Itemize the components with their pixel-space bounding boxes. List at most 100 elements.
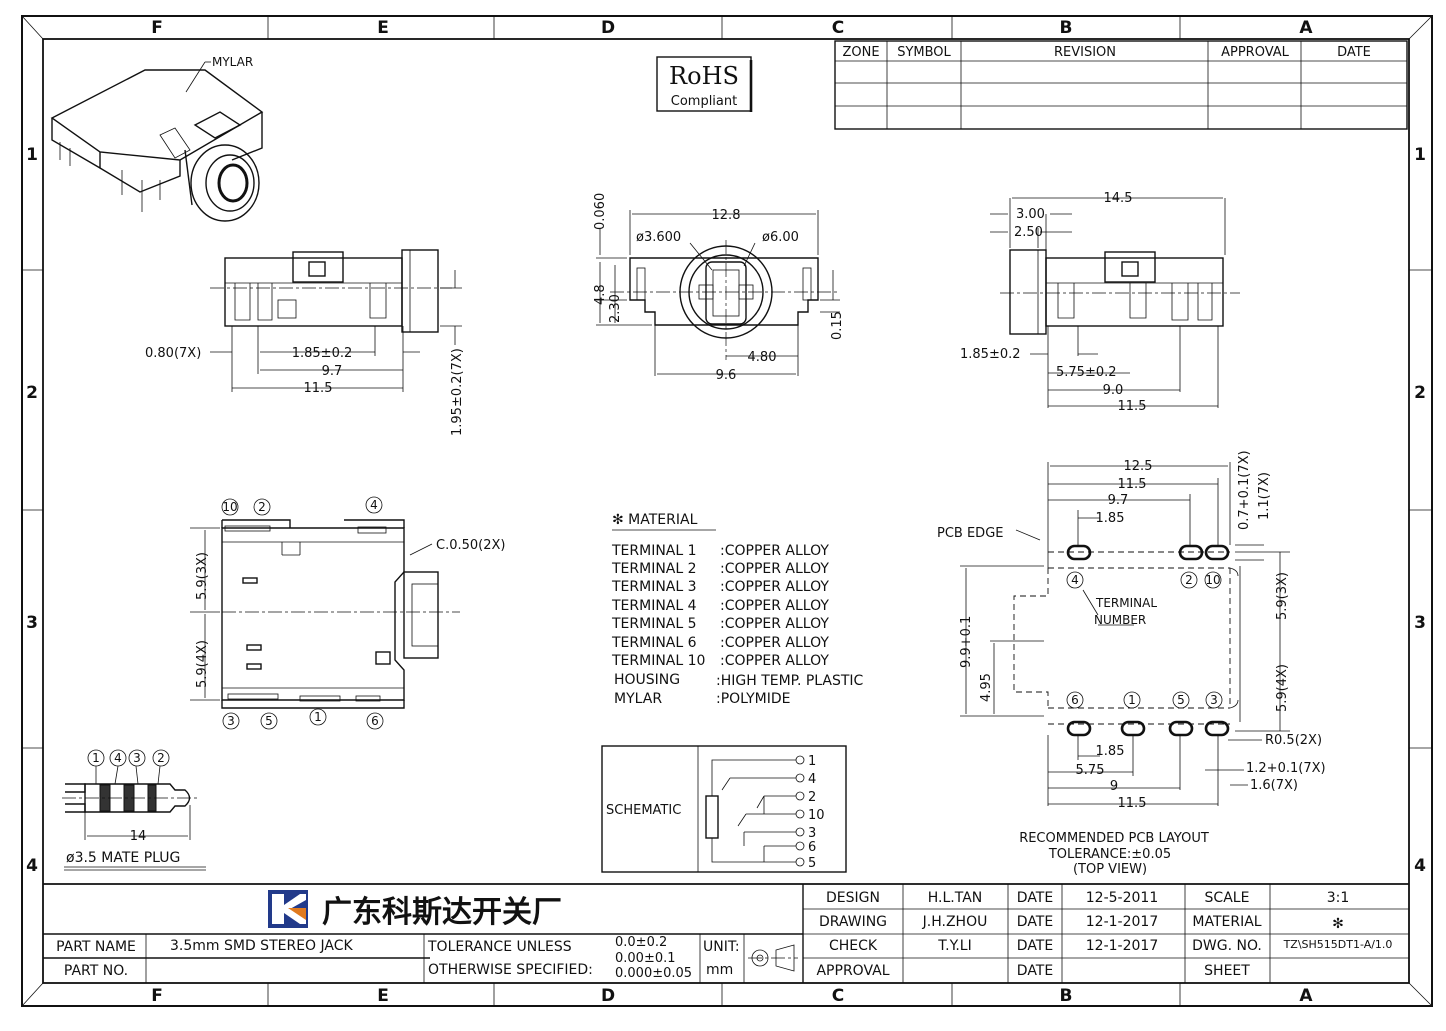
company-logo: [268, 890, 308, 928]
material-row-value: :COPPER ALLOY: [720, 579, 829, 595]
pcb-caption: RECOMMENDED PCB LAYOUT: [1019, 831, 1209, 846]
material-row-value: :COPPER ALLOY: [720, 543, 829, 559]
revision-header: SYMBOL: [897, 45, 951, 60]
zone-letter-bottom: E: [377, 986, 389, 1006]
plug-title: ø3.5 MATE PLUG: [66, 850, 180, 866]
tolerance-value: 0.00±0.1: [615, 951, 676, 966]
company-name: 广东科斯达开关厂: [322, 895, 562, 930]
zone-number-left: 1: [26, 145, 38, 165]
dim-label: 2.50: [1014, 225, 1043, 240]
revision-header: ZONE: [842, 45, 879, 60]
zone-number-right: 1: [1414, 145, 1426, 165]
material-row-value: :COPPER ALLOY: [720, 653, 829, 669]
pin-number: 4: [1071, 573, 1079, 587]
dim-label: 5.9(4X): [195, 640, 210, 688]
dim-label: 1.1(7X): [1257, 472, 1272, 520]
dwg-no-label: DWG. NO.: [1192, 938, 1262, 954]
design-name: H.L.TAN: [928, 890, 983, 906]
material-row-label: HOUSING: [614, 672, 680, 688]
tolerance-label: OTHERWISE SPECIFIED:: [428, 962, 593, 978]
material-row-value: :COPPER ALLOY: [720, 616, 829, 632]
pcb-caption: TOLERANCE:±0.05: [1048, 847, 1171, 862]
dim-label: 11.5: [1118, 477, 1147, 492]
schematic-label: SCHEMATIC: [606, 803, 681, 818]
zone-letter-bottom: A: [1299, 986, 1313, 1006]
material-row-label: TERMINAL 4: [611, 598, 697, 614]
date-label: DATE: [1017, 914, 1053, 930]
check-name: T.Y.LI: [937, 938, 971, 954]
dim-label: 0.7+0.1(7X): [1237, 450, 1252, 530]
material-row-label: MYLAR: [614, 691, 662, 707]
scale-label: SCALE: [1205, 890, 1250, 906]
schematic-pin: 10: [808, 808, 825, 823]
revision-header: DATE: [1337, 45, 1371, 60]
material-heading: ✻ MATERIAL: [612, 512, 698, 528]
rohs-badge: RoHS Compliant: [656, 56, 753, 112]
pin-number: 4: [114, 751, 122, 765]
material-list: ✻ MATERIAL TERMINAL 1 :COPPER ALLOY TERM…: [611, 512, 864, 707]
dim-label: 2.30: [608, 294, 623, 323]
dim-label: 4.8: [593, 284, 608, 305]
pin-number: 1: [314, 710, 322, 724]
zone-letter-top: E: [377, 18, 389, 38]
pin-number: 10: [1205, 573, 1220, 587]
top-view: C.0.50(2X) 5.9(3X) 5.9(4X) 10 2 4 3 5 1 …: [190, 496, 505, 730]
pin-number: 5: [265, 714, 273, 728]
pin-number: 2: [157, 751, 165, 765]
design-date: 12-5-2011: [1086, 890, 1158, 906]
design-label: DESIGN: [826, 890, 880, 906]
zone-number-left: 2: [26, 383, 38, 403]
part-no-label: PART NO.: [64, 963, 128, 979]
pin-number: 10: [222, 500, 237, 514]
schematic-pin: 5: [808, 856, 816, 871]
dim-label: 9.6: [716, 368, 737, 383]
tolerance-value: 0.000±0.05: [615, 966, 692, 981]
date-label: DATE: [1017, 938, 1053, 954]
dim-label: 9.0: [1103, 383, 1124, 398]
dim-label: 1.95±0.2(7X): [450, 348, 465, 436]
unit-value: mm: [706, 962, 733, 978]
dim-label: 1.6(7X): [1250, 778, 1298, 793]
drawing-date: 12-1-2017: [1086, 914, 1158, 930]
pin-number: 3: [227, 714, 235, 728]
tolerance-value: 0.0±0.2: [615, 935, 667, 950]
pin-number: 6: [371, 714, 379, 728]
schematic-pin: 3: [808, 826, 816, 841]
dim-label: 1.2+0.1(7X): [1246, 761, 1326, 776]
unit-label: UNIT:: [703, 939, 740, 955]
front-view: 12.8 ø3.600 ø6.00 0.060 4.8 2.30 0.15 4.…: [593, 193, 845, 383]
pin-number: 2: [258, 500, 266, 514]
dim-label: 11.5: [304, 381, 333, 396]
dim-label: 0.060: [593, 193, 608, 230]
schematic-pin: 6: [808, 840, 816, 855]
dim-label: 5.75±0.2: [1056, 365, 1117, 380]
chamfer-label: C.0.50(2X): [436, 538, 505, 553]
revision-header: REVISION: [1054, 45, 1116, 60]
side-view: 0.80(7X) 1.85±0.2 9.7 11.5 1.95±0.2(7X): [145, 249, 465, 436]
check-date: 12-1-2017: [1086, 938, 1158, 954]
check-label: CHECK: [829, 938, 878, 954]
dim-label: 3.00: [1016, 207, 1045, 222]
pin-number: 1: [1128, 693, 1136, 707]
zone-letter-bottom: B: [1060, 986, 1073, 1006]
pin-number: 5: [1177, 693, 1185, 707]
isometric-view: MYLAR: [50, 55, 264, 222]
dim-label: 12.5: [1124, 459, 1153, 474]
zone-letter-top: D: [601, 18, 615, 38]
rohs-title: RoHS: [669, 62, 739, 90]
pin-number: 2: [1185, 573, 1193, 587]
material-row-label: TERMINAL 3: [611, 579, 697, 595]
approval-label: APPROVAL: [816, 963, 889, 979]
dim-label: 9.7: [322, 364, 343, 379]
tolerance-label: TOLERANCE UNLESS: [427, 939, 572, 955]
dim-label: ø6.00: [762, 230, 799, 245]
schematic: SCHEMATIC 1 4 2 10 3 6 5: [601, 745, 847, 873]
pin-number: 4: [370, 498, 378, 512]
dim-label: 9: [1110, 779, 1118, 794]
material-row-value: :HIGH TEMP. PLASTIC: [716, 673, 864, 689]
part-name: 3.5mm SMD STEREO JACK: [170, 938, 354, 954]
material-row-label: TERMINAL 6: [611, 635, 697, 651]
zone-number-left: 4: [26, 856, 38, 876]
dim-label: 5.75: [1076, 763, 1105, 778]
sheet-label: SHEET: [1204, 963, 1250, 979]
